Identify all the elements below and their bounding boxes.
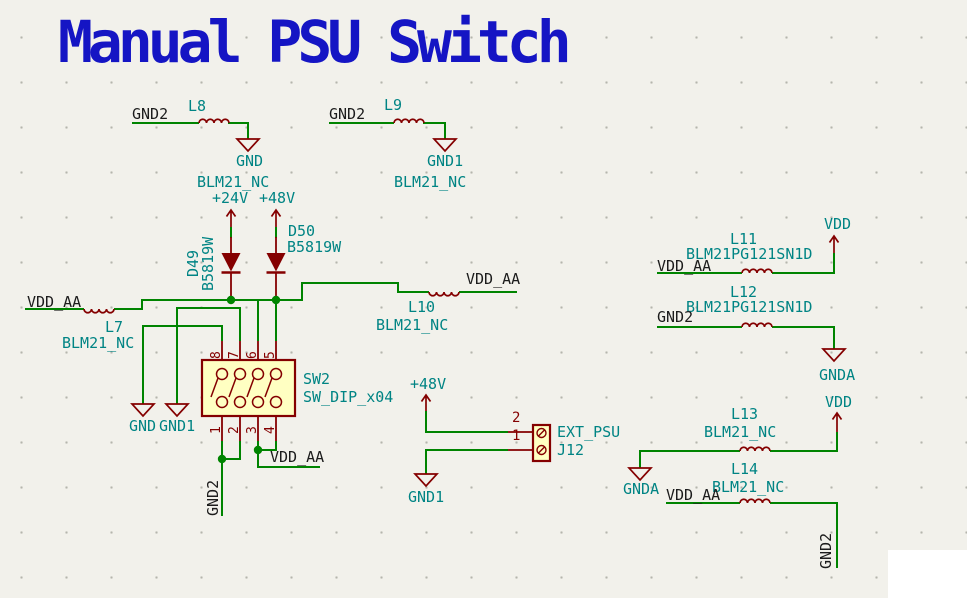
net-vdd-aa-rail-wires[interactable]: [25, 282, 517, 310]
net-label-gnd2-l12[interactable]: GND2: [657, 308, 694, 326]
net-l12-wires[interactable]: [657, 326, 835, 349]
gnd-label-l8[interactable]: GND: [236, 152, 264, 170]
l8-value[interactable]: BLM21_NC: [197, 173, 270, 191]
p48v-power-symbol-j12[interactable]: [420, 393, 432, 411]
l7-value[interactable]: BLM21_NC: [62, 334, 135, 352]
l9-value[interactable]: BLM21_NC: [394, 173, 467, 191]
net-label-gnd2-l14[interactable]: GND2: [817, 532, 835, 569]
l10-value[interactable]: BLM21_NC: [376, 316, 449, 334]
gnd-label-sw2[interactable]: GND: [129, 417, 157, 435]
net-label-vdd-aa-l11[interactable]: VDD_AA: [657, 257, 712, 275]
gnda-power-symbol-l12[interactable]: [821, 348, 847, 363]
gnd1-power-symbol-l9[interactable]: [432, 138, 458, 153]
j12-reference[interactable]: J12: [557, 441, 585, 459]
net-gnd-sw2-wires[interactable]: [142, 325, 223, 404]
net-label-vdd-aa-l10[interactable]: VDD_AA: [466, 270, 521, 288]
sw2-dip-switch-symbol[interactable]: [200, 341, 297, 441]
net-gnd2-sw2-wires[interactable]: [221, 441, 241, 516]
sw2-pin4-number: 4: [263, 426, 278, 434]
net-l11-wires[interactable]: [657, 253, 835, 274]
sw2-pin5-number: 5: [263, 351, 278, 359]
gnd1-label-l9[interactable]: GND1: [427, 152, 464, 170]
l10-inductor-symbol[interactable]: [428, 291, 460, 297]
sw2-pin3-number: 3: [245, 426, 260, 434]
net-label-vdd-aa-l14[interactable]: VDD_AA: [666, 486, 721, 504]
vdd-label-l13[interactable]: VDD: [825, 393, 853, 411]
l14-value[interactable]: BLM21_NC: [712, 478, 785, 496]
l10-reference[interactable]: L10: [408, 298, 436, 316]
d49-value[interactable]: B5819W: [199, 236, 217, 291]
l11-inductor-symbol[interactable]: [741, 268, 773, 274]
sheet-title[interactable]: Manual PSU Switch: [58, 8, 572, 76]
net-gnd1-sw2-wires[interactable]: [176, 307, 241, 404]
l11-value[interactable]: BLM21PG121SN1D: [686, 245, 813, 263]
net-label-vdd-aa-left[interactable]: VDD_AA: [27, 293, 82, 311]
net-l14-wires[interactable]: [666, 502, 838, 568]
l13-inductor-symbol[interactable]: [739, 446, 771, 452]
overlay-white-box: [888, 550, 967, 598]
sw2-pin1-number: 1: [209, 426, 224, 434]
d50-value[interactable]: B5819W: [287, 238, 342, 256]
net-label-vdd-aa-sw2[interactable]: VDD_AA: [270, 448, 325, 466]
vdd-power-symbol-l13[interactable]: [831, 411, 843, 432]
d50-diode-symbol[interactable]: [266, 237, 286, 299]
gnda-label-l12[interactable]: GNDA: [819, 366, 856, 384]
sw2-pin7-number: 7: [227, 351, 242, 359]
net-p48-j12-wires[interactable]: [425, 411, 508, 433]
j12-pin1-number: 1: [512, 428, 521, 444]
sw2-pin6-number: 6: [245, 351, 260, 359]
gnd1-power-symbol-sw2[interactable]: [164, 403, 190, 418]
l11-reference[interactable]: L11: [730, 230, 758, 248]
vdd-power-symbol-l11[interactable]: [828, 234, 840, 253]
l12-inductor-symbol[interactable]: [741, 322, 773, 328]
p48v-power-symbol[interactable]: [270, 208, 282, 227]
j12-connector-symbol[interactable]: [508, 423, 552, 463]
net-gnd2-l8-wires[interactable]: [132, 122, 249, 139]
net-label-gnd2-sw2[interactable]: GND2: [204, 479, 222, 516]
net-label-gnd2-l9[interactable]: GND2: [329, 105, 366, 123]
net-gnd2-l9-wires[interactable]: [329, 122, 446, 139]
p48v-label-j12[interactable]: +48V: [410, 375, 447, 393]
l8-inductor-symbol[interactable]: [198, 118, 230, 124]
l13-reference[interactable]: L13: [731, 405, 759, 423]
sw2-pin2-number: 2: [227, 426, 242, 434]
p24v-power-symbol[interactable]: [225, 208, 237, 227]
d50-reference[interactable]: D50: [288, 222, 316, 240]
gnda-label-l13[interactable]: GNDA: [623, 480, 660, 498]
l7-reference[interactable]: L7: [105, 318, 124, 336]
j12-value[interactable]: EXT_PSU: [557, 423, 621, 441]
l12-value[interactable]: BLM21PG121SN1D: [686, 298, 813, 316]
gnd1-label-j12[interactable]: GND1: [408, 488, 445, 506]
net-l13-wires[interactable]: [639, 432, 838, 468]
d49-diode-symbol[interactable]: [221, 237, 241, 299]
gnd-power-symbol-sw2[interactable]: [130, 403, 156, 418]
l7-inductor-symbol[interactable]: [83, 308, 115, 314]
l13-value[interactable]: BLM21_NC: [704, 423, 777, 441]
p24v-label[interactable]: +24V: [212, 189, 249, 207]
net-gnd1-j12-wires[interactable]: [425, 449, 508, 474]
net-label-gnd2-l8[interactable]: GND2: [132, 105, 169, 123]
p48v-label[interactable]: +48V: [259, 189, 296, 207]
gnd1-power-symbol-j12[interactable]: [413, 473, 439, 488]
gnd1-label-sw2[interactable]: GND1: [159, 417, 196, 435]
l9-inductor-symbol[interactable]: [393, 118, 425, 124]
sw2-value[interactable]: SW_DIP_x04: [303, 388, 394, 406]
j12-pin2-number: 2: [512, 410, 521, 426]
sw2-pin8-number: 8: [209, 351, 224, 359]
l14-inductor-symbol[interactable]: [739, 498, 771, 504]
l14-reference[interactable]: L14: [731, 460, 759, 478]
gnda-power-symbol-l13[interactable]: [627, 467, 653, 482]
gnd-power-symbol-l8[interactable]: [235, 138, 261, 153]
l9-reference[interactable]: L9: [384, 96, 403, 114]
vdd-label-l11[interactable]: VDD: [824, 215, 852, 233]
l8-reference[interactable]: L8: [188, 97, 207, 115]
l12-reference[interactable]: L12: [730, 283, 758, 301]
sw2-reference[interactable]: SW2: [303, 370, 331, 388]
junction-dots: [217, 295, 281, 464]
